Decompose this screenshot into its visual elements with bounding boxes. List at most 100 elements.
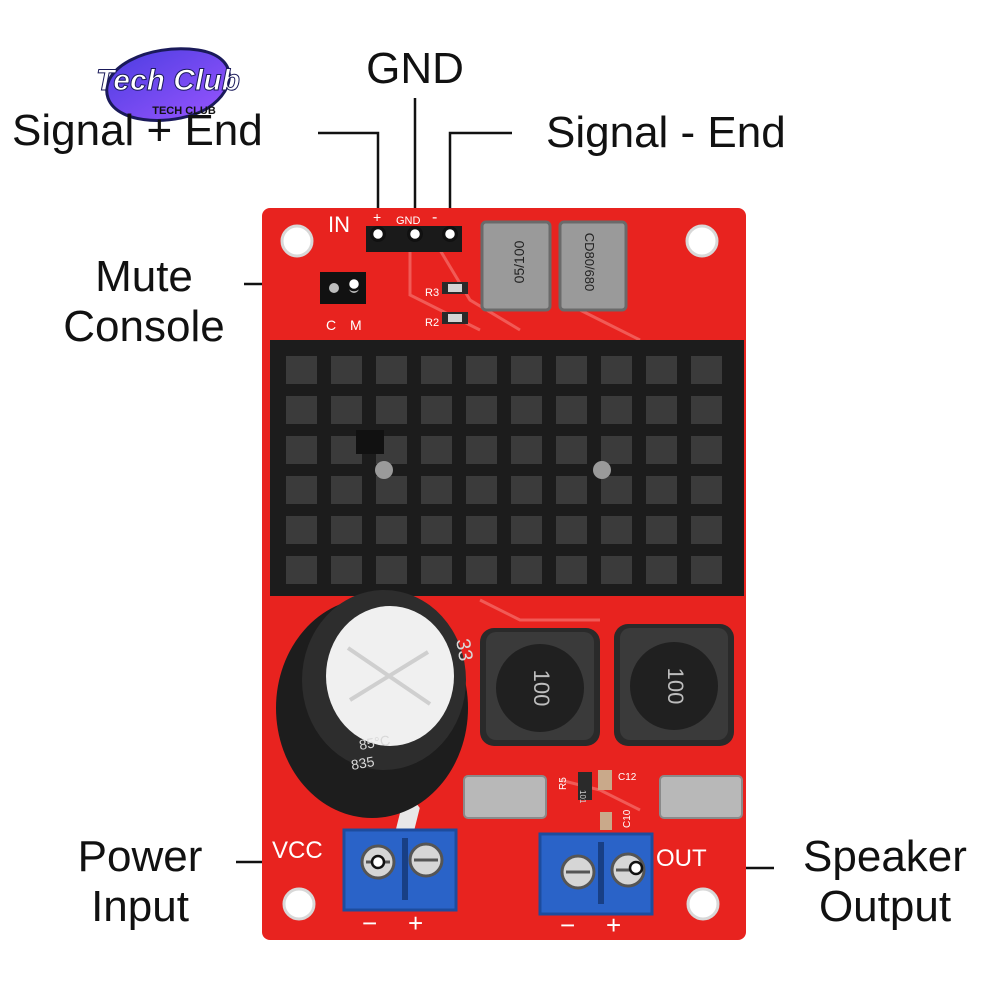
mounting-hole-br xyxy=(686,887,720,921)
silk-speaker-minus: − xyxy=(560,910,575,940)
callout-dots xyxy=(346,226,644,876)
heatsink-fin-gap xyxy=(376,396,407,424)
gnd-label: GND xyxy=(335,44,495,94)
silk-r2: R2 xyxy=(425,317,439,329)
heatsink-fin-gap xyxy=(421,396,452,424)
heatsink-fin-gap xyxy=(466,436,497,464)
heatsink-fin-gap xyxy=(556,436,587,464)
heatsink-fin-gap xyxy=(556,356,587,384)
heatsink-fin-gap xyxy=(511,356,542,384)
svg-text:R5: R5 xyxy=(558,777,569,790)
svg-text:33: 33 xyxy=(451,637,477,663)
svg-text:100: 100 xyxy=(663,668,688,705)
heatsink-fin-gap xyxy=(556,476,587,504)
leader-signal-plus xyxy=(318,131,380,232)
svg-text:100: 100 xyxy=(529,670,554,707)
heatsink-fin-gap xyxy=(421,356,452,384)
heatsink-fin-gap xyxy=(511,556,542,584)
svg-text:101: 101 xyxy=(578,790,587,804)
heatsink-fin-gap xyxy=(376,516,407,544)
heatsink-fin-gap xyxy=(286,356,317,384)
mute-console-label: Mute Console xyxy=(34,252,254,352)
heatsink-screw xyxy=(375,461,393,479)
silk-vcc: VCC xyxy=(272,837,323,864)
mounting-hole-bl xyxy=(282,887,316,921)
heatsink-fin-gap xyxy=(601,556,632,584)
heatsink-fin-gap xyxy=(421,436,452,464)
heatsink-fin-gap xyxy=(286,516,317,544)
signal-minus-label-text: Signal - End xyxy=(546,108,786,157)
heatsink-fin-gap xyxy=(376,476,407,504)
leader-signal-minus xyxy=(448,131,512,232)
heatsink-fin-gap xyxy=(691,356,722,384)
power-terminal-block xyxy=(342,828,458,912)
heatsink-fin-gap xyxy=(511,436,542,464)
signal-plus-label: Signal + End xyxy=(12,106,263,156)
heatsink-fin-gap xyxy=(421,556,452,584)
electrolytic-capacitor: 33 85°C 835 xyxy=(276,590,477,818)
logo-text: Tech Club xyxy=(96,64,240,97)
speaker-label-line2: Output xyxy=(818,882,952,931)
mounting-hole-tl xyxy=(280,224,314,258)
heatsink-fin-gap xyxy=(331,516,362,544)
heatsink-fin-gap xyxy=(466,516,497,544)
mounting-holes xyxy=(280,224,720,921)
silk-input-header: IN xyxy=(328,212,350,237)
silk-jumper-m: M xyxy=(350,317,362,333)
signal-minus-label: Signal - End xyxy=(546,108,786,158)
silk-power-plus: + xyxy=(408,908,423,938)
heatsink-fin-gap xyxy=(646,476,677,504)
svg-text:CD80/680: CD80/680 xyxy=(582,233,597,292)
silk-speaker-plus: + xyxy=(606,910,621,940)
heatsink-fin-gap xyxy=(376,356,407,384)
heatsink-fin-gap xyxy=(691,396,722,424)
heatsink-fin-gap xyxy=(331,356,362,384)
dot-speaker xyxy=(628,860,644,876)
mute-label-line2: Console xyxy=(63,302,225,351)
amplifier-chip xyxy=(356,430,384,454)
heatsink-fin-gap xyxy=(376,556,407,584)
heatsink-fin-gap xyxy=(601,516,632,544)
power-inductor-right: 100 xyxy=(614,624,734,746)
dot-signal-minus xyxy=(442,226,458,242)
heatsink-fin-gap xyxy=(466,356,497,384)
mute-label-line1: Mute xyxy=(95,252,193,301)
heatsink-fin-gap xyxy=(646,436,677,464)
svg-text:05/100: 05/100 xyxy=(511,240,527,283)
heatsink-fin-gap xyxy=(466,396,497,424)
heatsink-fin-gap xyxy=(286,476,317,504)
dot-power xyxy=(370,854,386,870)
tech-club-logo: Tech Club TECH CLUB xyxy=(96,47,240,122)
heatsink-fin-gap xyxy=(556,516,587,544)
speaker-output-label: Speaker Output xyxy=(780,832,990,932)
heatsink-fin-gap xyxy=(646,396,677,424)
svg-text:C10: C10 xyxy=(622,809,633,828)
silk-jumper-c: C xyxy=(326,317,336,333)
svg-text:C12: C12 xyxy=(618,772,637,783)
small-inductor-1 xyxy=(480,220,552,312)
heatsink-fin-gap xyxy=(466,556,497,584)
signal-plus-label-text: Signal + End xyxy=(12,106,263,155)
heatsink-fin-gap xyxy=(421,476,452,504)
dot-signal-plus xyxy=(370,226,386,242)
heatsink-fin-gap xyxy=(286,436,317,464)
resistors-bottom: R5 101 C12 C10 xyxy=(558,770,637,830)
power-label-line2: Input xyxy=(91,882,189,931)
heatsink-fin-gap xyxy=(466,476,497,504)
heatsink-fin-gap xyxy=(286,396,317,424)
power-input-label: Power Input xyxy=(50,832,230,932)
heatsink-fin-gap xyxy=(646,556,677,584)
heatsink-fin-gap xyxy=(646,516,677,544)
heatsink xyxy=(270,340,744,596)
heatsink-fin-gap xyxy=(421,516,452,544)
heatsink-fin-gap xyxy=(511,396,542,424)
silk-pin-minus: - xyxy=(432,209,437,226)
film-capacitor-left xyxy=(463,775,547,819)
small-inductor-2 xyxy=(558,220,628,312)
silk-out: OUT xyxy=(656,845,707,872)
power-inductor-left: 100 xyxy=(480,628,600,746)
heatsink-fin-gap xyxy=(601,396,632,424)
heatsink-fin-gap xyxy=(511,516,542,544)
